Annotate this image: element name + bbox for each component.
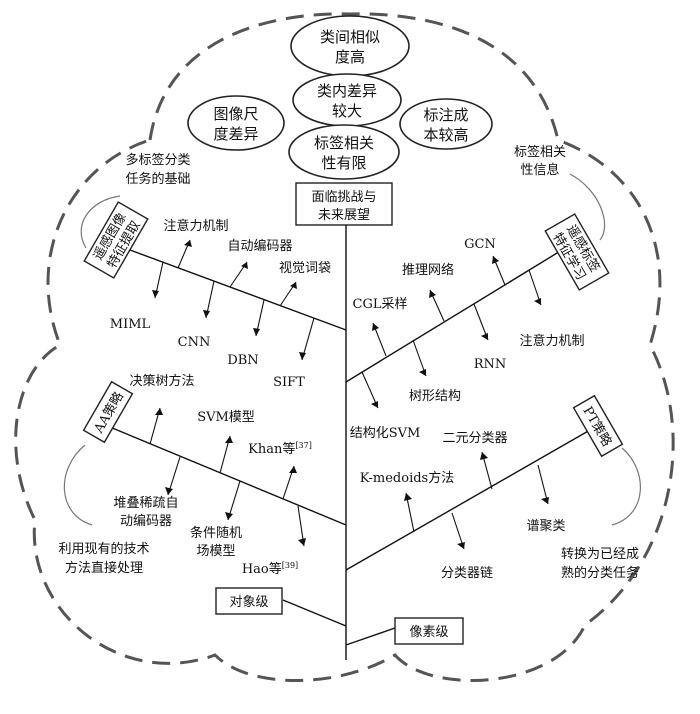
ru-arrow-6-head [419,369,426,376]
challenge-2-line1: 类内差异 [317,82,377,100]
rl-arrow-4-head [457,542,465,549]
left-lower-branch [104,424,347,526]
rl-label-spectral: 谱聚类 [526,519,565,534]
right-upper-callout [569,173,606,241]
challenge-1-line1: 类间相似 [320,28,380,46]
ru-arrow-3-head [372,323,379,331]
rl-label-binary: 二元分类器 [442,431,507,446]
right-lower-branch [345,429,591,571]
ru-label-rnn: RNN [474,357,507,372]
rl-arrow-1-head [480,452,488,460]
left-lower-note-line1: 利用现有的技术 [58,541,149,557]
rl-label-kmedoids: K-medoids方法 [360,470,454,486]
ll-arrow-5-head [225,512,233,520]
left-lower-note-line2: 方法直接处理 [65,560,143,576]
lu-label-cnn: CNN [178,335,211,350]
lu-arrow-4-head [152,290,159,298]
lu-label-dbn: DBN [227,353,258,368]
ru-arrow-7 [361,371,379,409]
lu-label-autoencoder: 自动编码器 [227,239,292,254]
right-lower-note-line1: 转换为已经成 [561,547,639,562]
challenge-2-line2: 较大 [332,102,362,120]
rl-arrow-3 [537,464,549,505]
right-lower-callout [611,447,641,526]
right-lower-note-line2: 熟的分类任务 [561,565,639,581]
right-lower-box: PT策略 [572,394,624,458]
ru-label-reasoning: 推理网络 [402,262,454,278]
ll-label-ssae-line2: 动编码器 [120,514,172,529]
right-upper-note-line1: 标签相关 [514,144,566,160]
challenge-oval-4 [187,95,285,151]
ll-label-decision-tree: 决策树方法 [129,373,194,389]
center-box-line1: 面临挑战与 [311,190,376,205]
lu-arrow-3-head [290,282,297,289]
left-upper-callout [80,195,121,249]
lu-label-attention: 注意力机制 [163,218,228,234]
rl-label-classifier-chain: 分类器链 [441,566,493,581]
challenge-1-line2: 度高 [335,48,365,66]
lu-arrow-1-head [184,240,192,247]
ll-label-ssae-line1: 堆叠稀疏自 [113,496,178,511]
challenge-4-line2: 度差异 [213,125,258,143]
ru-label-attention: 注意力机制 [519,333,584,349]
lu-label-miml: MIML [110,317,151,332]
object-level-branch [282,599,347,627]
ru-arrow-5 [473,303,489,341]
object-level-box [215,587,283,615]
center-box-line2: 未来展望 [318,207,370,223]
challenge-5-line2: 本较高 [423,126,468,144]
lu-arrow-7-head [299,352,306,360]
left-upper-note-line1: 多标签分类 [125,152,190,168]
ru-label-gcn: GCN [464,237,496,252]
pixel-level-box [394,617,464,645]
ru-arrow-1-head [492,256,499,264]
ru-arrow-5-head [481,333,488,340]
ll-label-hao: Hao等[39] [242,561,298,577]
ll-label-svm: SVM模型 [197,410,255,425]
ru-label-tree: 树形结构 [409,389,461,404]
ll-arrow-4-head [165,487,173,495]
pixel-level-label: 像素级 [409,625,448,640]
ll-arrow-2-head [225,436,233,443]
object-level-label: 对象级 [229,595,268,610]
center-box [295,182,393,226]
right-upper-note-line2: 性信息 [520,162,559,178]
ll-arrow-3-head [289,466,297,473]
rl-arrow-3-head [541,497,549,504]
challenge-oval-3 [288,124,400,180]
ru-arrow-4-head [534,298,541,305]
lu-arrow-5-head [203,310,210,318]
lu-arrow-6-head [253,328,260,336]
left-upper-branch [129,249,347,331]
challenge-oval-1 [290,15,410,77]
left-lower-callout [63,444,93,526]
ll-label-khan: Khan等[37] [248,441,312,457]
ru-label-cgl: CGL采样 [353,297,408,312]
lu-arrow-2-head [241,262,248,269]
ll-arrow-6-head [298,538,306,546]
challenge-5-line1: 标注成 [423,106,468,124]
challenge-3-line2: 性有限 [321,154,366,172]
left-upper-box: 遥感图像 特征提取 [83,201,149,279]
cloud-outline [14,12,675,682]
right-upper-branch [345,249,563,383]
ru-arrow-7-head [371,401,378,408]
pixel-level-branch [345,627,396,646]
lu-label-sift: SIFT [273,375,305,390]
ll-arrow-1-head [155,408,163,415]
left-upper-note-line2: 任务的基础 [125,171,190,187]
right-upper-box: 遥感标签 特征学习 [544,213,610,291]
challenge-4-line1: 图像尺 [213,105,258,123]
challenge-oval-5 [399,98,493,150]
ll-label-crf-line2: 场模型 [196,544,235,559]
lu-label-bovw: 视觉词袋 [279,261,331,276]
challenge-3-line1: 标签相关 [314,134,374,152]
ru-arrow-2-head [429,290,436,298]
ru-label-ssvm: 结构化SVM [350,426,421,441]
rl-arrow-2-head [404,493,412,501]
ll-label-crf-line1: 条件随机 [190,525,242,541]
